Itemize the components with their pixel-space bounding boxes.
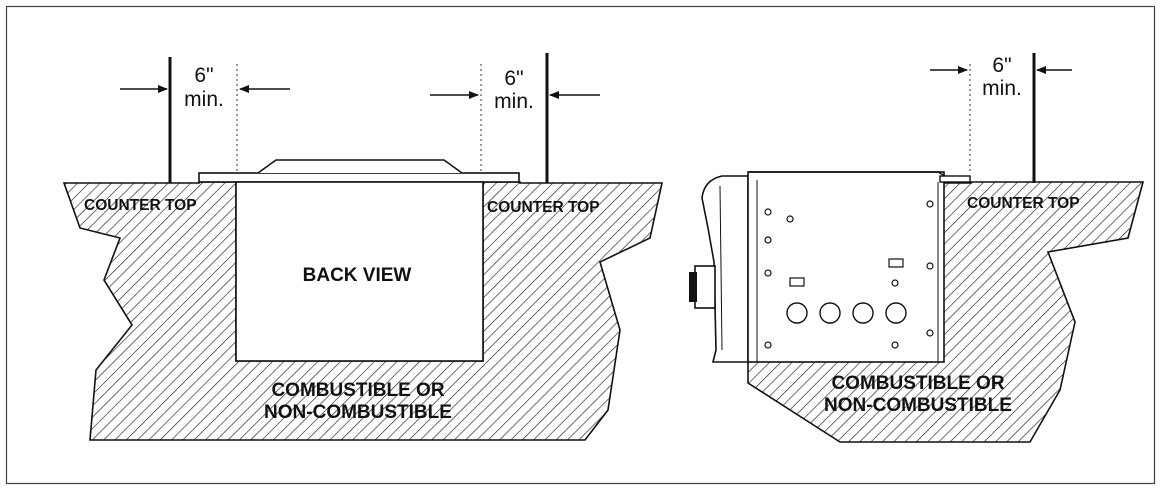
- unit-body-side-view: [747, 171, 945, 363]
- unit-knockouts: [786, 302, 907, 324]
- material-label-line1: COMBUSTIBLE OR: [271, 380, 444, 401]
- unit-top-edge: [748, 171, 946, 177]
- side-counter-top-label: COUNTER TOP: [967, 195, 1080, 212]
- unit-body-back-view: [235, 181, 484, 362]
- figure-border: [5, 5, 1156, 485]
- unit-rim-plate-side: [939, 175, 971, 183]
- unit-side-knob-cap: [689, 272, 697, 302]
- clearance-right-value: 6": [504, 67, 523, 90]
- counter-top-label-right: COUNTER TOP: [487, 199, 600, 216]
- side-clearance-value: 6": [992, 54, 1011, 77]
- unit-rim-plate: [198, 172, 520, 183]
- material-label-line2: NON-COMBUSTIBLE: [264, 402, 452, 423]
- left-diagram: 6" min. 6" min. COUNTER TOP COUNTER TOP …: [62, 53, 663, 441]
- unit-small-slot-right: [888, 258, 904, 268]
- clearance-left-unit: min.: [184, 88, 224, 111]
- unit-control-bulge: [701, 175, 749, 363]
- side-clearance-unit: min.: [982, 77, 1022, 100]
- unit-screw-holes: [764, 200, 934, 349]
- right-diagram: 6" min. COUNTER TOP COMBUSTIBLE OR NON-C…: [689, 53, 1145, 443]
- unit-bulge-inner-line: [719, 185, 723, 351]
- back-view-label: BACK VIEW: [303, 265, 412, 286]
- unit-top-lid: [257, 159, 463, 174]
- clearance-left-value: 6": [194, 64, 213, 87]
- side-material-label-line1: COMBUSTIBLE OR: [831, 373, 1004, 394]
- unit-side-knob: [694, 265, 716, 309]
- side-material-label-line2: NON-COMBUSTIBLE: [824, 395, 1012, 416]
- clearance-right-unit: min.: [494, 90, 534, 113]
- counter-top-label-left: COUNTER TOP: [84, 197, 197, 214]
- unit-small-slot-left: [789, 277, 805, 287]
